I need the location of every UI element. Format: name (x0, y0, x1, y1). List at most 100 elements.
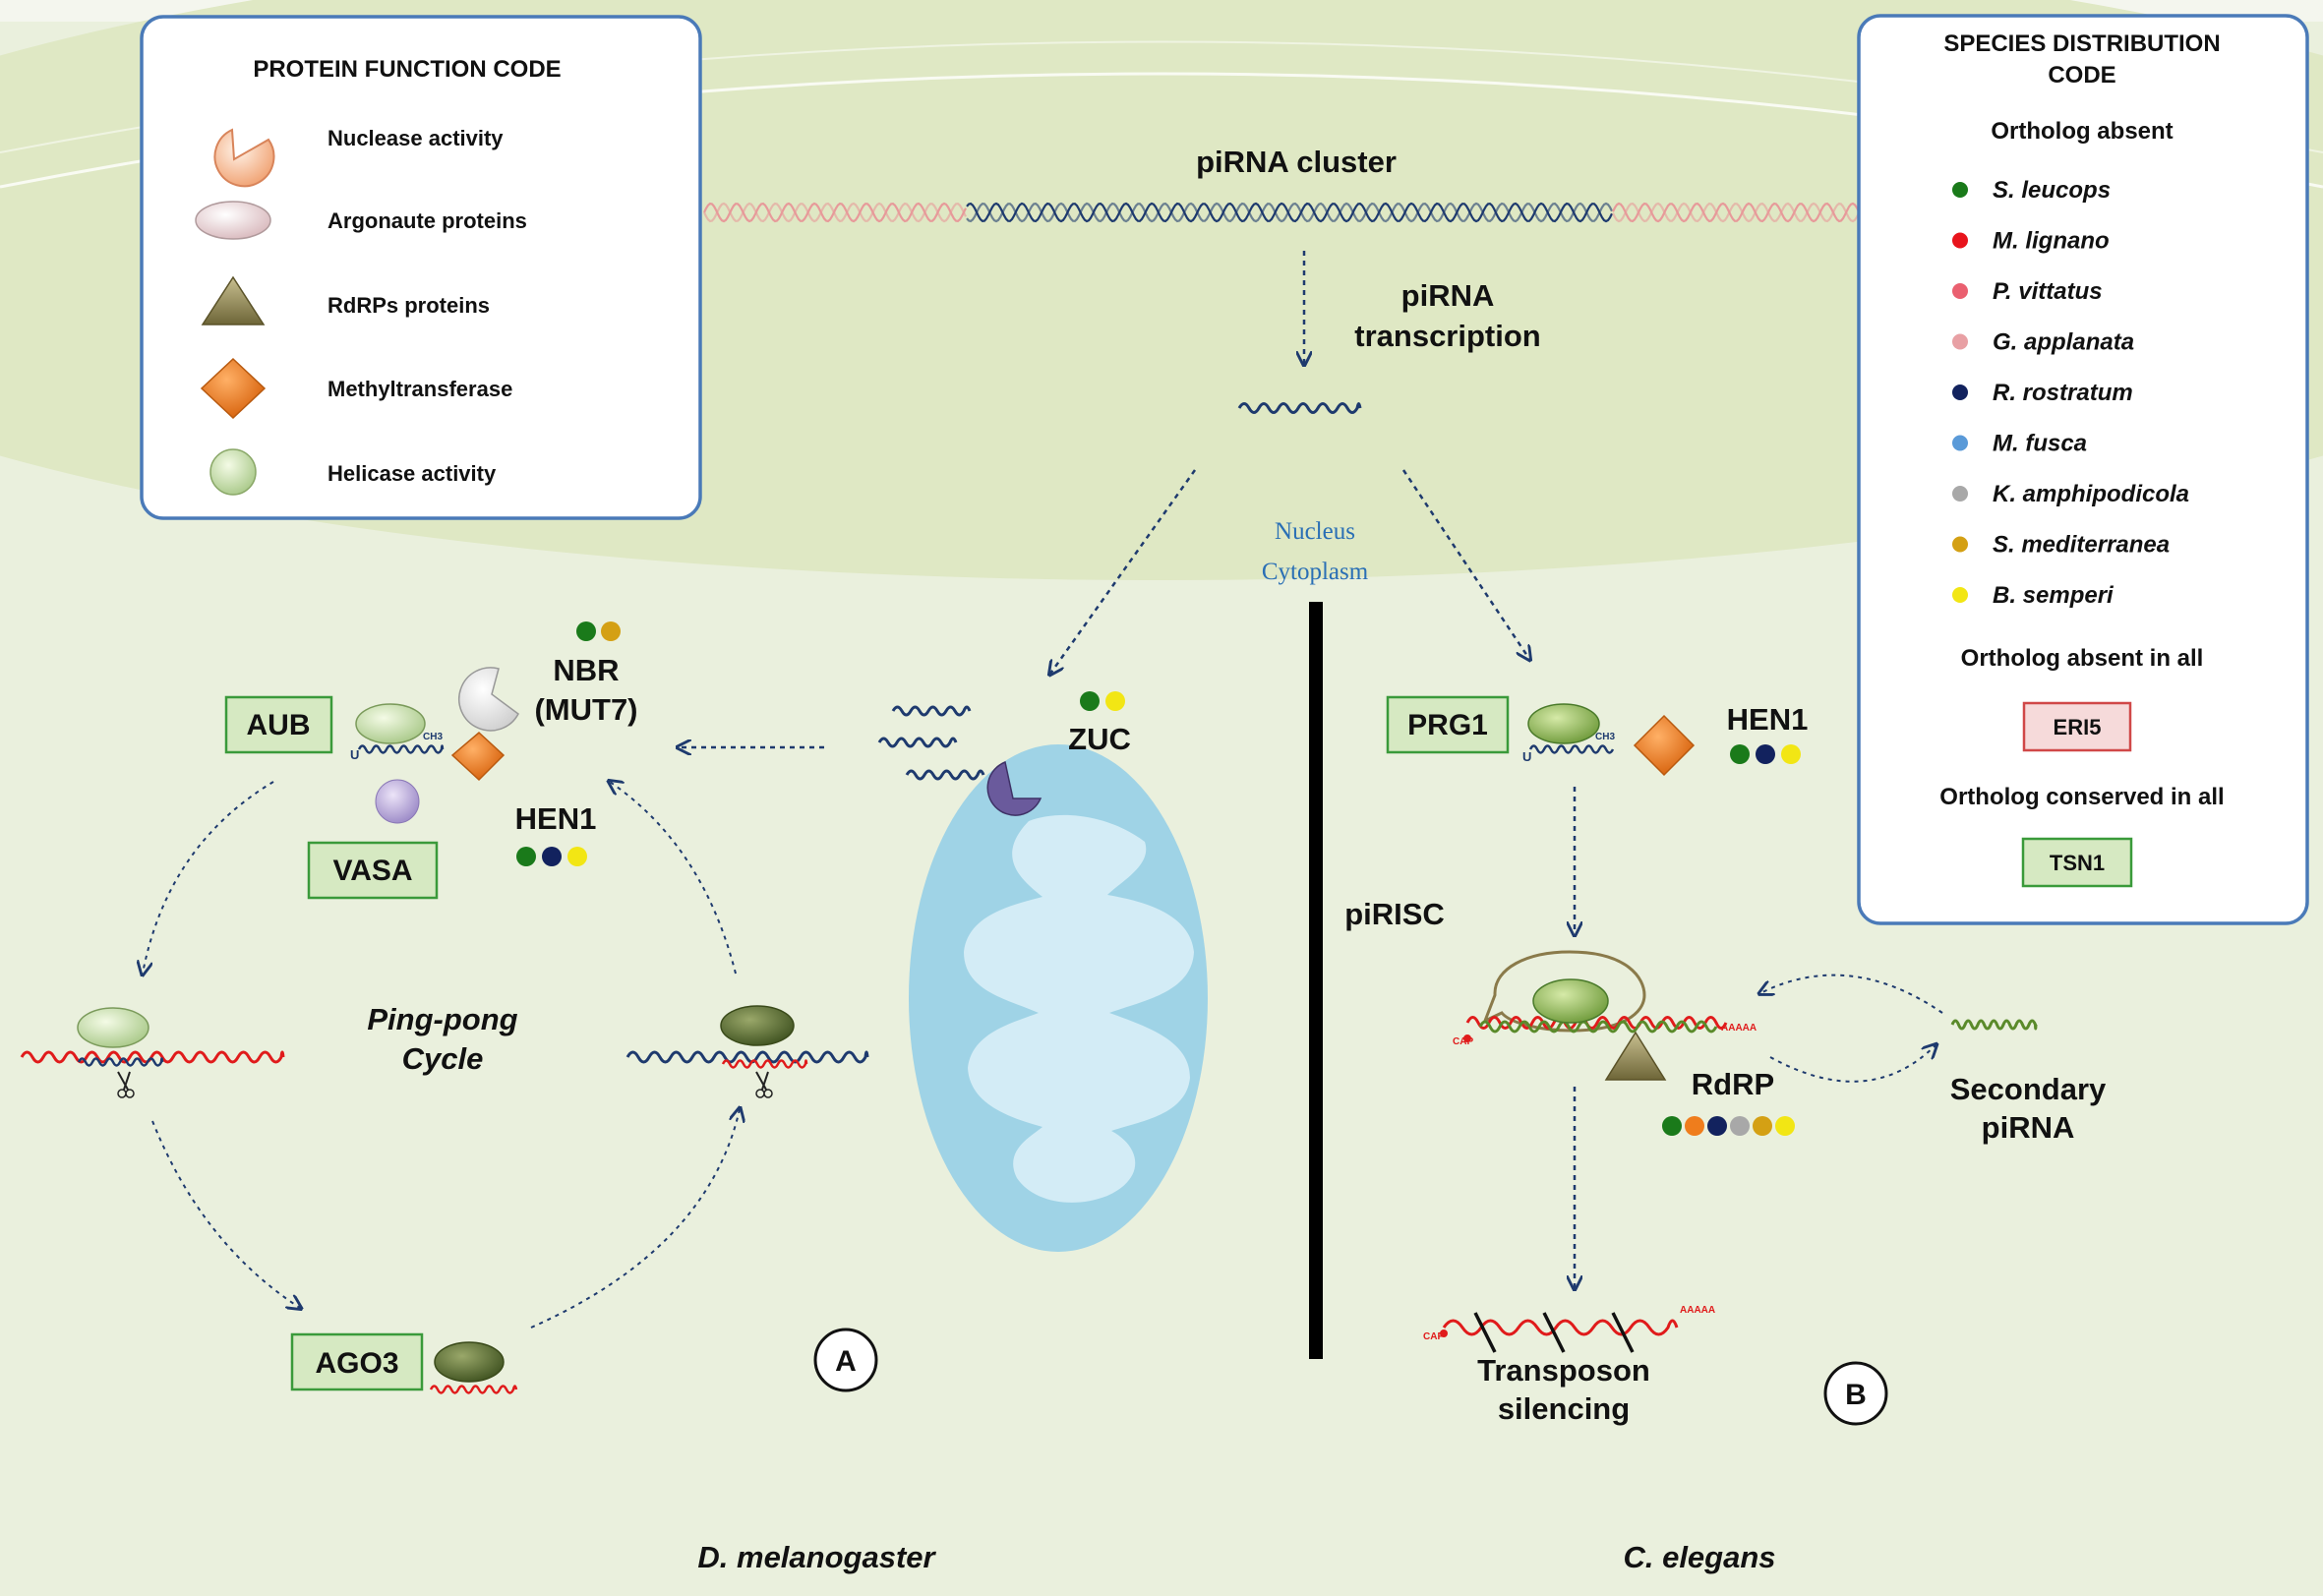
ago3-pirna (429, 1385, 518, 1394)
zuc-pirnas (877, 705, 985, 781)
nbr-nuclease-icon (458, 667, 519, 732)
species-dot (1952, 232, 1968, 249)
pirna-transcription-label-2: transcription (1354, 319, 1540, 353)
ortholog-absent-all-heading: Ortholog absent in all (1961, 645, 2204, 672)
species-legend-title-2: CODE (2048, 62, 2115, 89)
secondary-label-2: piRNA (1982, 1110, 2075, 1145)
pirisc-label: piRISC (1344, 897, 1445, 931)
species-legend-title-1: SPECIES DISTRIBUTION (1943, 30, 2220, 57)
svg-text:AAAAA: AAAAA (1721, 1023, 1757, 1034)
transposon-label-1: Transposon (1477, 1353, 1650, 1388)
pirisc-secondary-strand (1478, 1020, 1718, 1034)
mitochondrion (909, 744, 1208, 1252)
pingpong-label-1: Ping-pong (367, 1002, 517, 1036)
panel-a-badge (813, 1328, 878, 1392)
species-name: S. leucops (1993, 177, 2111, 204)
rdrp-icon (1604, 1031, 1667, 1081)
d-melanogaster-label: D. melanogaster (697, 1540, 936, 1574)
aub-argonaute-icon (355, 703, 426, 744)
species-name: M. lignano (1993, 228, 2110, 255)
hen1-right-dot-b-semperi (1781, 744, 1801, 764)
mut7-label: (MUT7) (534, 692, 637, 727)
species-dot (1952, 333, 1968, 350)
hen1-left-label: HEN1 (515, 801, 597, 836)
protein-legend-title: PROTEIN FUNCTION CODE (253, 56, 561, 83)
hen1-right-label: HEN1 (1727, 702, 1809, 737)
tsn1-label: TSN1 (2050, 851, 2105, 875)
svg-text:CH3: CH3 (1595, 732, 1615, 742)
rdrp-icon (201, 275, 266, 325)
species-dot (1952, 435, 1968, 451)
svg-text:U: U (350, 747, 359, 762)
species-name: G. applanata (1993, 329, 2134, 356)
hen1-right-dot-r-rostratum (1756, 744, 1775, 764)
protein-legend-item-nuclease: Nuclease activity (328, 126, 504, 150)
pingpong-label-2: Cycle (402, 1041, 484, 1076)
panel-b-badge (1823, 1361, 1888, 1426)
species-name: B. semperi (1993, 582, 2115, 609)
right-scissors-icon (755, 1071, 773, 1098)
cleavage-marks (1473, 1312, 1635, 1353)
protein-function-legend: PROTEIN FUNCTION CODE Nuclease activity … (140, 15, 702, 520)
svg-text:CAP: CAP (1453, 1036, 1473, 1047)
panel-a-label: A (835, 1345, 857, 1378)
arrow-to-zuc (1050, 469, 1197, 674)
hen1-left-dot-b-semperi (567, 847, 587, 866)
species-name: K. amphipodicola (1993, 481, 2189, 507)
svg-text:U: U (1522, 749, 1531, 764)
species-dot (1952, 384, 1968, 400)
zuc-nuclease-icon (986, 760, 1042, 816)
pingpong-arrow-2 (151, 1120, 300, 1308)
zuc-label: ZUC (1068, 722, 1131, 756)
aub-box (224, 695, 333, 754)
ortholog-conserved-all-heading: Ortholog conserved in all (1939, 784, 2224, 810)
protein-legend-item-methyltransferase: Methyltransferase (328, 377, 512, 401)
pingpong-arrow-4 (610, 782, 737, 975)
arrow-to-prg1 (1401, 469, 1529, 659)
nbr-label: NBR (553, 653, 619, 687)
species-dot (1952, 536, 1968, 553)
pirna-cluster-dna (703, 202, 1862, 223)
pirna-transcription-label-1: piRNA (1401, 278, 1495, 313)
prg1-label: PRG1 (1407, 709, 1488, 741)
nuclease-icon (213, 128, 275, 188)
hen1-left-dot-s-leucops (516, 847, 536, 866)
pirisc-argonaute-icon (1532, 978, 1609, 1024)
species-name: M. fusca (1993, 431, 2087, 457)
species-distribution-legend: SPECIES DISTRIBUTION CODE Ortholog absen… (1857, 14, 2309, 925)
species-dot (1952, 283, 1968, 299)
left-scissors-icon (117, 1071, 135, 1098)
ago3-box (290, 1332, 424, 1391)
right-ago3-argonaute-icon (720, 1005, 795, 1046)
methyltransferase-icon (200, 357, 267, 420)
svg-text:CAP: CAP (1423, 1331, 1444, 1342)
right-pirna (721, 1059, 808, 1069)
panel-b-label: B (1845, 1379, 1867, 1411)
nbr-dot-s-leucops (576, 621, 596, 641)
secondary-arrow-in (1760, 974, 1943, 1014)
vasa-label: VASA (332, 855, 412, 887)
rdrp-label: RdRP (1692, 1067, 1774, 1101)
hen1-left-methyltransferase-icon (450, 731, 506, 782)
hen1-right-dot-s-leucops (1730, 744, 1750, 764)
transposon-label-2: silencing (1498, 1391, 1630, 1426)
left-pirna (77, 1057, 164, 1067)
rdrp-species-dots (1662, 1116, 1795, 1136)
c-elegans-label: C. elegans (1623, 1540, 1775, 1574)
species-name: S. mediterranea (1993, 532, 2170, 559)
zuc-dot-s-leucops (1080, 691, 1100, 711)
hen1-right-methyltransferase-icon (1633, 714, 1696, 777)
helicase-icon (209, 448, 257, 496)
aub-pirna (357, 744, 445, 754)
svg-text:AAAAA: AAAAA (1680, 1305, 1715, 1316)
nucleus-label: Nucleus (1275, 518, 1355, 545)
ago3-label: AGO3 (315, 1347, 398, 1380)
species-name: R. rostratum (1993, 380, 2133, 406)
prg1-box (1386, 695, 1510, 754)
eri5-label: ERI5 (2054, 715, 2102, 739)
primary-pirna (1237, 402, 1362, 414)
left-aub-argonaute-icon (77, 1007, 149, 1048)
prg1-argonaute-icon (1527, 703, 1600, 744)
